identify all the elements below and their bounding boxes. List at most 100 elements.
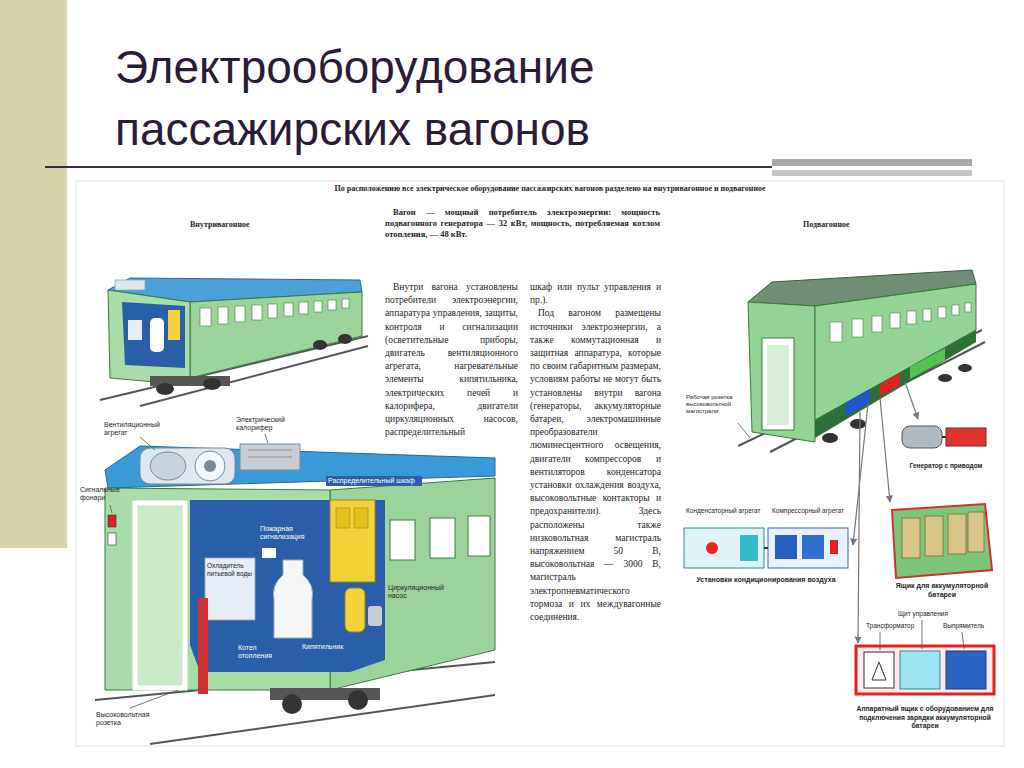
part-label: Рабочая розетка высоковольтной магистрал… <box>686 394 744 416</box>
underframe-car-part <box>852 319 863 337</box>
equipment-pictures-part <box>902 518 920 558</box>
cutaway-car-part <box>240 444 300 470</box>
cutaway-car-part <box>282 694 302 714</box>
underframe-car-part <box>952 305 959 315</box>
equipment-pictures-part <box>946 428 986 446</box>
underframe-car-part <box>907 311 916 324</box>
small-car-part <box>108 290 190 385</box>
equipment-pictures-part <box>864 652 894 688</box>
part-label: Трансформатор <box>866 622 920 630</box>
underframe-car-part <box>822 433 838 443</box>
cutaway-car-part <box>135 503 185 688</box>
group-heading: Подвагонное <box>803 220 883 230</box>
cutaway-car-part <box>190 500 385 672</box>
underframe-car-part <box>815 330 976 438</box>
equipment-pictures-part <box>684 528 764 568</box>
cutaway-car-part <box>248 457 292 458</box>
underframe-car-part <box>910 348 945 379</box>
small-car-part <box>342 299 349 308</box>
small-car-part <box>218 307 228 324</box>
equipment-pictures-part <box>830 540 838 554</box>
part-label: Сигнальные фонари <box>80 486 130 503</box>
part-label: Выпрямитель <box>943 622 995 630</box>
leader-arrows-part <box>880 398 890 502</box>
equipment-pictures-part <box>856 646 994 694</box>
group-heading: Внутривагонное <box>190 220 280 230</box>
part-label: Пожарная сигнализация <box>258 524 322 543</box>
small-car-part <box>203 378 221 390</box>
underframe-car-part <box>938 307 946 318</box>
equipment-pictures-part <box>942 436 946 438</box>
slide-frame-part <box>76 181 1004 746</box>
underframe-car-part <box>965 303 971 312</box>
text-column: шкаф или пульт управления и пр.).Под ваг… <box>530 281 661 624</box>
part-label: Вентиляционный агрегат <box>104 421 166 438</box>
part-label: Распределительный шкаф <box>326 476 422 486</box>
small-car-part <box>235 306 245 322</box>
equipment-caption: Аппаратный ящик с оборудованием для подк… <box>853 705 997 730</box>
equipment-box: Установки кондиционирования воздуха <box>680 522 852 586</box>
cutaway-car-part <box>195 451 225 481</box>
equipment-pictures-part <box>900 651 940 689</box>
equipment-pictures-part <box>768 528 848 568</box>
cutaway-car-part <box>108 515 116 527</box>
equipment-box: Аппаратный ящик с оборудованием для подк… <box>850 632 1000 732</box>
slide-frame-part <box>0 0 67 548</box>
cutaway-car-part <box>390 520 415 560</box>
cutaway-car-part <box>330 500 375 582</box>
part-label: Высоковольтная розетка <box>96 711 160 728</box>
equipment-pictures-part <box>892 504 992 578</box>
cutaway-car-part <box>336 508 350 528</box>
slide-title: Электрооборудование пассажирских вагонов <box>115 36 735 160</box>
equipment-box: Генератор с приводом <box>895 418 997 472</box>
small-car-part <box>115 280 145 290</box>
equipment-pictures <box>684 426 994 694</box>
leader-arrows-part <box>905 382 918 419</box>
underframe-car-part <box>845 389 870 417</box>
slide-frame-part <box>772 170 972 176</box>
slide-frame <box>0 0 1004 746</box>
cutaway-car-part <box>140 448 235 484</box>
small-car-part <box>128 320 142 340</box>
small-car-part <box>314 301 322 312</box>
equipment-caption: Ящик для аккумуляторной батареи <box>890 582 994 599</box>
equipment-pictures-part <box>802 535 824 559</box>
small-car-part <box>313 340 327 350</box>
cutaway-car-part <box>273 560 312 638</box>
equipment-pictures-part <box>740 535 758 561</box>
body-paragraph: Под вагоном размещены источники электроэ… <box>530 307 661 624</box>
equipment-pictures-part <box>706 542 718 554</box>
small-car-part <box>200 308 211 326</box>
underframe-car-part <box>938 374 952 382</box>
underframe-car-part <box>762 338 794 430</box>
cutaway-car <box>95 434 495 744</box>
cutaway-car-part <box>262 548 276 558</box>
small-car-part <box>299 302 308 314</box>
equipment-pictures-part <box>946 651 986 689</box>
equipment-pictures-part <box>880 632 881 650</box>
equipment-box: Ящик для аккумуляторной батареи <box>887 500 997 601</box>
leader-arrows <box>853 382 918 643</box>
cutaway-car-part <box>354 508 368 528</box>
equipment-pictures-part <box>962 632 964 649</box>
cutaway-car-part <box>468 516 490 556</box>
lead-paragraph: Вагон — мощный потребитель электроэнерги… <box>385 207 660 240</box>
cutaway-car-part <box>108 533 116 545</box>
equipment-pictures-part <box>764 547 768 549</box>
cutaway-car-part <box>348 690 368 710</box>
underframe-car-part <box>748 302 815 442</box>
small-car-part <box>168 310 180 340</box>
underframe-car-part <box>890 313 900 328</box>
body-paragraph: Внутри вагона установлены потребители эл… <box>385 281 518 439</box>
cutaway-car-part <box>430 518 455 558</box>
small-car <box>100 278 368 406</box>
slide-frame-part <box>45 166 772 168</box>
part-label: Котел отопления <box>236 643 280 662</box>
underframe-car-part <box>923 309 931 321</box>
cutaway-car-part <box>110 505 112 513</box>
part-label: Охладитель питьевой воды <box>207 562 253 578</box>
equipment-pictures-part <box>948 514 966 554</box>
small-car-part <box>252 305 262 320</box>
small-car-part <box>156 383 174 395</box>
underframe-car-part <box>738 423 750 438</box>
